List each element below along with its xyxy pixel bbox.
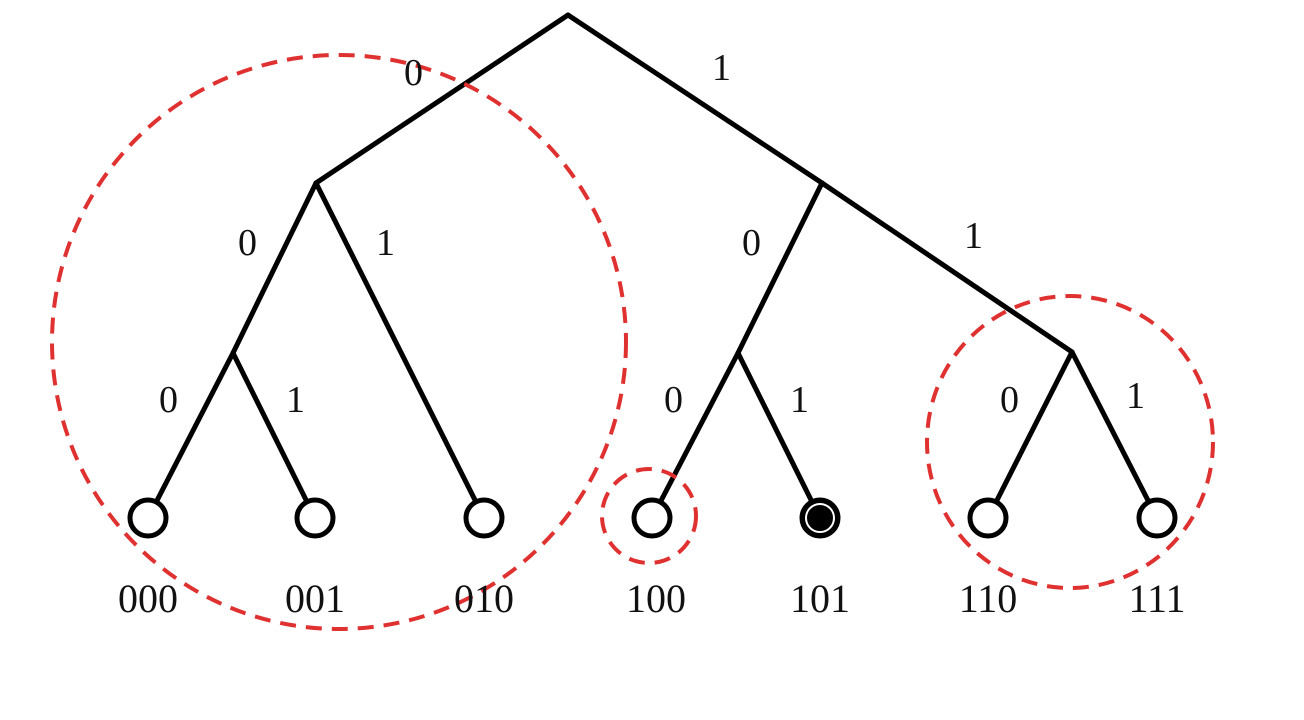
edge-label-n10-left: 0 bbox=[664, 379, 683, 421]
edge-0-to-00 bbox=[230, 180, 319, 356]
leaf-nodes bbox=[127, 497, 1178, 539]
edge-root-to-0 bbox=[313, 12, 571, 186]
leaf-node-000 bbox=[127, 497, 169, 539]
edge-0-to-010 bbox=[313, 180, 487, 521]
edge-root-to-1 bbox=[565, 12, 825, 186]
leaf-label-010: 010 bbox=[454, 576, 514, 621]
edge-label-n11-right: 1 bbox=[1126, 375, 1145, 417]
edge-1-to-11 bbox=[819, 180, 1075, 355]
edge-00-to-000 bbox=[145, 350, 236, 521]
leaf-label-100: 100 bbox=[626, 576, 686, 621]
tree-edges bbox=[145, 12, 1160, 521]
leaf-label-000: 000 bbox=[118, 576, 178, 621]
group-circles bbox=[50, 53, 1215, 631]
group-circle-prefix-0 bbox=[50, 53, 628, 631]
leaf-node-100 bbox=[631, 497, 673, 539]
leaf-node-111 bbox=[1136, 497, 1178, 539]
edge-labels: 0 1 0 1 0 1 0 1 0 1 0 1 bbox=[159, 47, 1145, 421]
leaf-node-110 bbox=[967, 497, 1009, 539]
edge-11-to-111 bbox=[1069, 349, 1160, 521]
edge-label-n00-left: 0 bbox=[159, 379, 178, 421]
edge-label-n10-right: 1 bbox=[790, 379, 809, 421]
leaf-label-110: 110 bbox=[959, 576, 1018, 621]
edge-label-n1-right: 1 bbox=[964, 215, 983, 257]
edge-label-root-right: 1 bbox=[712, 47, 731, 89]
group-circle-prefix-100 bbox=[600, 467, 698, 565]
leaf-node-010 bbox=[463, 497, 505, 539]
edge-label-n1-left: 0 bbox=[742, 222, 761, 264]
leaf-label-101: 101 bbox=[790, 576, 850, 621]
leaf-labels: 000 001 010 100 101 110 111 bbox=[118, 576, 1186, 621]
leaf-node-001 bbox=[294, 497, 336, 539]
edge-00-to-001 bbox=[230, 350, 318, 521]
group-circle-prefix-11 bbox=[925, 294, 1215, 590]
leaf-node-101-ring bbox=[805, 503, 835, 533]
edge-11-to-110 bbox=[985, 349, 1075, 521]
leaf-node-101-filled bbox=[799, 497, 841, 539]
edge-1-to-10 bbox=[735, 180, 825, 356]
edge-label-n11-left: 0 bbox=[1000, 379, 1019, 421]
leaf-label-001: 001 bbox=[285, 576, 345, 621]
leaf-label-111: 111 bbox=[1128, 576, 1185, 621]
edge-10-to-101 bbox=[735, 350, 823, 521]
edge-label-n0-right: 1 bbox=[376, 222, 395, 264]
edge-label-root-left: 0 bbox=[404, 52, 423, 94]
edge-label-n00-right: 1 bbox=[286, 379, 305, 421]
edge-label-n0-left: 0 bbox=[238, 222, 257, 264]
edge-10-to-100 bbox=[649, 350, 741, 521]
